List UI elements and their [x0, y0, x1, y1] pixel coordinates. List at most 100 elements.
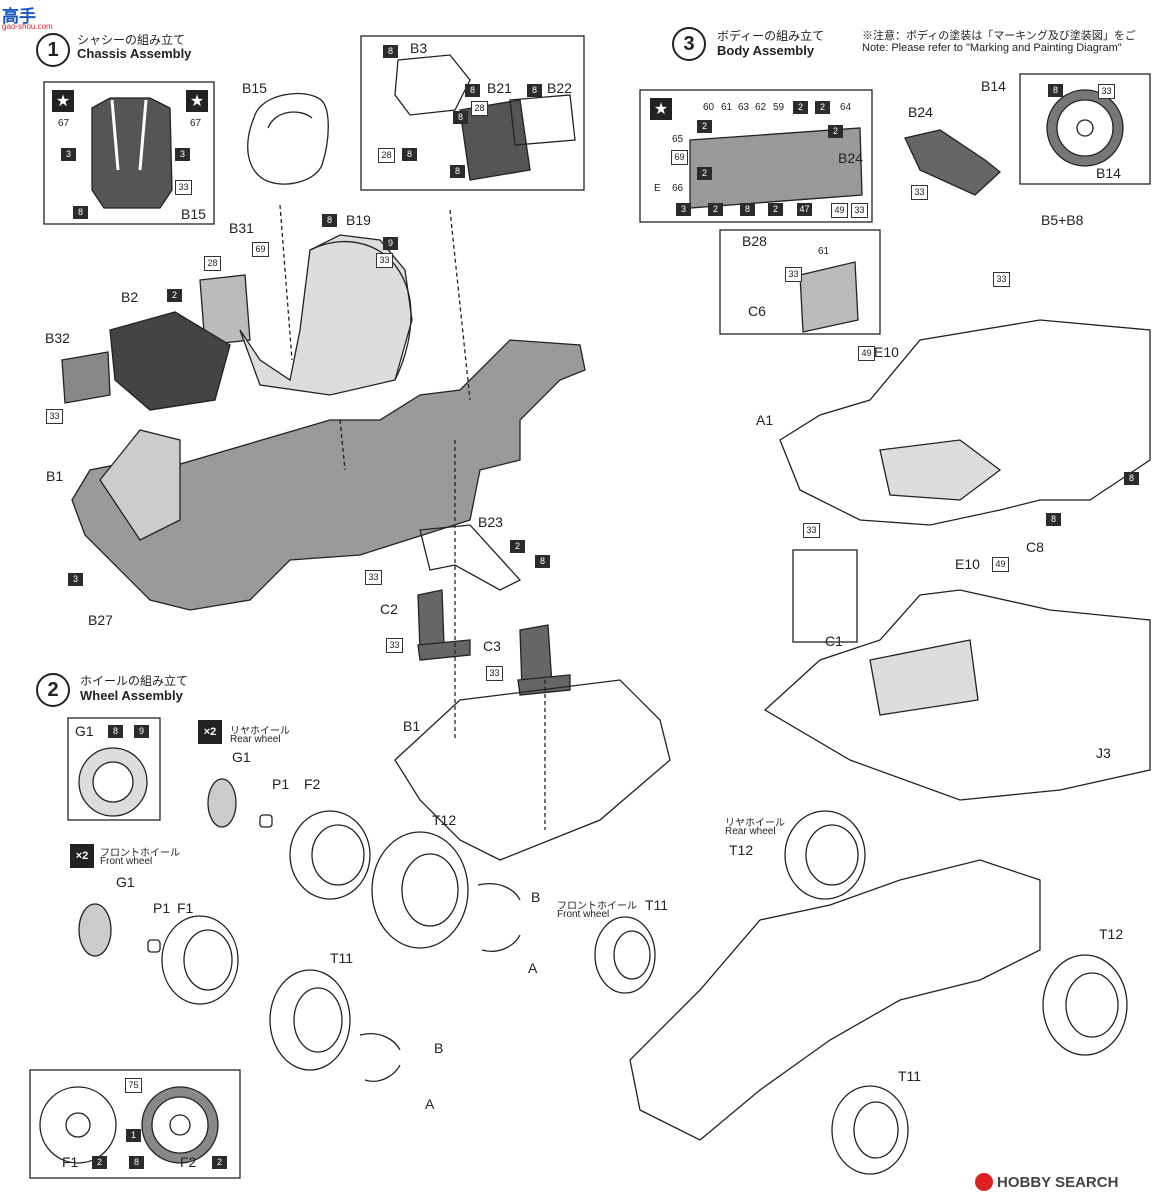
color-code-small: 67: [58, 118, 70, 129]
hobby-search-text: HOBBY SEARCH: [997, 1173, 1119, 1191]
rear-wheel-label-jp: リヤホイール: [725, 818, 785, 829]
color-code: 33: [376, 253, 393, 268]
part-label: G1: [116, 874, 135, 890]
part-label: C6: [748, 303, 766, 319]
part-label: A1: [756, 412, 774, 428]
part-label: F2: [304, 776, 321, 792]
step-2-title-jp: ホイールの組み立て: [80, 674, 189, 688]
color-code-small: 64: [840, 102, 852, 113]
color-code: 2: [167, 289, 182, 302]
step-2-badge: 2: [36, 673, 70, 707]
color-code: 8: [450, 165, 465, 178]
front-wheel-label-en: Front wheel: [100, 856, 153, 867]
color-code: 33: [851, 203, 868, 218]
color-code: 75: [125, 1078, 142, 1093]
dashboard-detail-box: [639, 89, 873, 223]
step-2-title-en: Wheel Assembly: [80, 688, 183, 703]
color-code: 33: [486, 666, 503, 681]
color-code-small: 67: [190, 118, 202, 129]
part-label: B5+B8: [1041, 212, 1084, 228]
color-code: 9: [134, 725, 149, 738]
painting-note-jp: ※注意：ボディの塗装は「マーキング及び塗装図」をご: [862, 30, 1136, 42]
step-1-title-en: Chassis Assembly: [77, 46, 192, 61]
color-code: 8: [535, 555, 550, 568]
color-code: 8: [402, 148, 417, 161]
g1-detail-box: [67, 717, 161, 821]
color-code: 8: [1124, 472, 1139, 485]
color-code: 33: [993, 272, 1010, 287]
part-label: J3: [1096, 745, 1111, 761]
rear-wheel-quantity: ×2: [198, 720, 222, 744]
color-code: 2: [92, 1156, 107, 1169]
color-code: 8: [383, 45, 398, 58]
part-label: B14: [1096, 165, 1121, 181]
step-3-title-jp: ボディーの組み立て: [717, 29, 825, 43]
part-label: T11: [330, 950, 354, 966]
color-code: 1: [126, 1129, 141, 1142]
front-wheel-label-en: Front wheel: [557, 909, 610, 920]
part-label: C3: [483, 638, 501, 654]
part-label: B19: [346, 212, 371, 228]
part-label: T12: [729, 842, 754, 858]
part-label: B3: [410, 40, 428, 56]
color-code-small: 65: [672, 134, 684, 145]
color-code: 33: [175, 180, 192, 195]
color-code: 8: [73, 206, 88, 219]
color-code: 8: [322, 214, 337, 227]
steering-detail-box: [1019, 73, 1151, 185]
color-code: 33: [785, 267, 802, 282]
color-code: 33: [1098, 84, 1115, 99]
part-label: A: [425, 1096, 435, 1112]
part-label: T11: [645, 897, 669, 913]
hobby-search-icon: [975, 1173, 993, 1191]
part-label: F2: [180, 1154, 197, 1170]
step-3-title-en: Body Assembly: [717, 43, 815, 58]
rear-wheel-label-en: Rear wheel: [230, 734, 281, 745]
part-label: G1: [75, 723, 94, 739]
color-code: 2: [697, 120, 712, 133]
part-label: C1: [825, 633, 843, 649]
part-label: B15: [242, 80, 267, 96]
color-code: 2: [768, 203, 783, 216]
part-label: B24: [908, 104, 933, 120]
star-icon: ★: [52, 90, 74, 112]
color-code: 8: [1048, 84, 1063, 97]
part-label: B22: [547, 80, 572, 96]
part-label: E10: [955, 556, 980, 572]
part-label: B2: [121, 289, 139, 305]
color-code: 33: [911, 185, 928, 200]
part-label: P1: [272, 776, 290, 792]
color-code: 28: [204, 256, 221, 271]
color-code: 8: [108, 725, 123, 738]
color-code: 2: [697, 167, 712, 180]
color-code: 2: [510, 540, 525, 553]
part-label: T12: [1099, 926, 1124, 942]
color-code: 2: [708, 203, 723, 216]
part-label: B1: [46, 468, 64, 484]
color-code: 2: [828, 125, 843, 138]
part-label: B: [434, 1040, 444, 1056]
seatbelt-detail-box: [43, 81, 215, 225]
rear-wheel-label-jp: リヤホイール: [230, 726, 290, 737]
color-code: 3: [175, 148, 190, 161]
e-mark-icon: E: [654, 183, 661, 194]
b28-detail-box: [719, 229, 881, 335]
color-code: 49: [858, 346, 875, 361]
front-wheel-quantity: ×2: [70, 844, 94, 868]
color-code: 2: [212, 1156, 227, 1169]
color-code: 33: [386, 638, 403, 653]
wheel-detail-box: [29, 1069, 241, 1179]
watermark-url: gao-shou.com: [2, 22, 53, 31]
part-label: B: [531, 889, 541, 905]
part-label: C2: [380, 601, 398, 617]
part-label: B32: [45, 330, 70, 346]
color-code: 8: [129, 1156, 144, 1169]
color-code: 8: [1046, 513, 1061, 526]
part-label: C8: [1026, 539, 1044, 555]
color-code: 9: [383, 237, 398, 250]
part-label: B23: [478, 514, 503, 530]
part-label: F1: [62, 1154, 79, 1170]
color-code: 2: [815, 101, 830, 114]
color-code: 8: [465, 84, 480, 97]
